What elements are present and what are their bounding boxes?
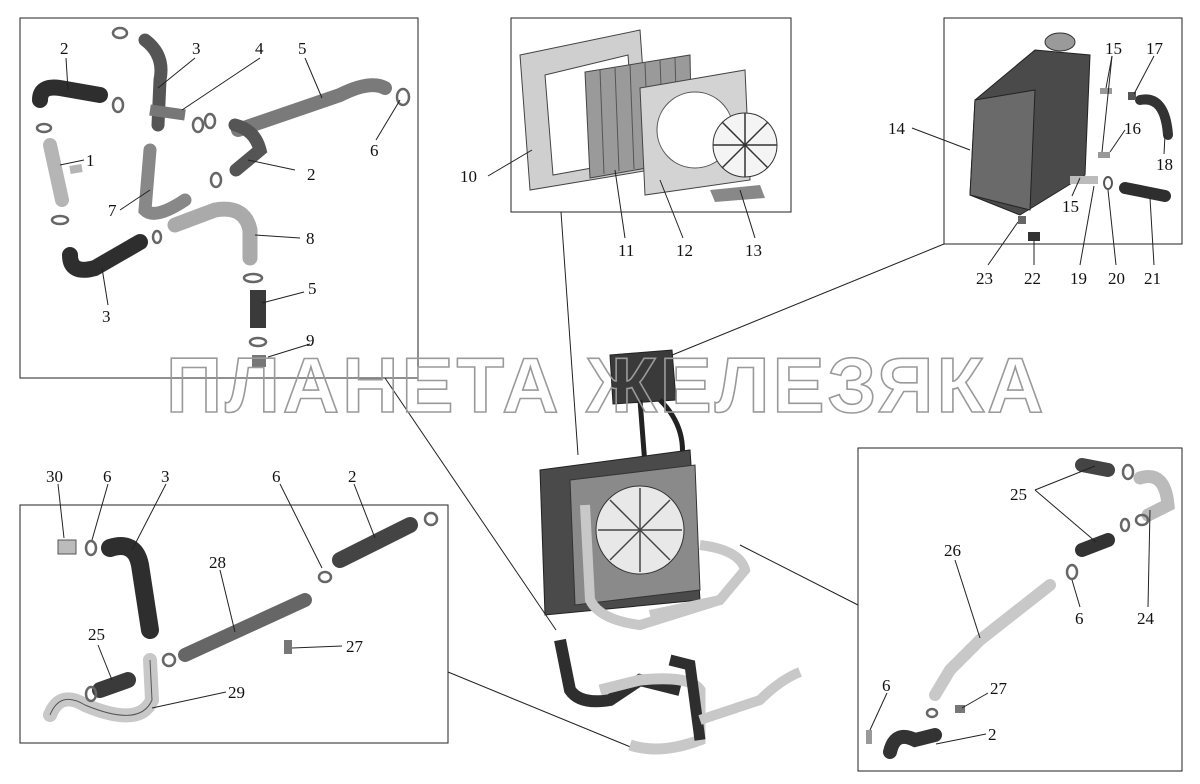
label-tl-3: 4 [255,39,264,58]
top-right-parts [969,32,1173,241]
label-tr-6: 15 [1062,197,1079,216]
label-bl-7: 25 [88,625,105,644]
label-bl-2: 6 [103,467,112,486]
label-tr-9: 19 [1070,269,1087,288]
label-br-7: 2 [988,725,997,744]
label-br-6: 27 [990,679,1008,698]
label-tl-7: 2 [307,165,316,184]
label-tc-4: 13 [745,241,762,260]
label-tc-2: 11 [618,241,634,260]
label-bl-8: 27 [346,637,364,656]
label-bl-1: 30 [46,467,63,486]
label-bl-5: 2 [348,467,357,486]
panel-bottom-right [857,447,1183,772]
label-tr-5: 18 [1156,155,1173,174]
label-tr-1: 15 [1105,39,1122,58]
label-br-1: 25 [1010,485,1027,504]
central-assembly [539,349,802,755]
label-tc-1: 10 [460,167,477,186]
callouts-top-left [59,57,401,358]
top-center-parts [519,29,778,202]
label-tc-3: 12 [676,241,693,260]
label-tl-8: 7 [108,201,117,220]
label-br-5: 6 [882,676,891,695]
label-tl-5: 1 [86,151,95,170]
label-br-4: 24 [1137,609,1155,628]
label-br-3: 6 [1075,609,1084,628]
label-tl-2: 3 [192,39,201,58]
callouts-bottom-left [57,483,376,709]
watermark-text: ПЛАНЕТА ЖЕЛЕЗЯКА [166,341,1046,429]
connector-lines [384,211,945,749]
label-br-2: 26 [944,541,961,560]
callouts-bottom-right [869,465,1151,745]
label-tl-11: 3 [102,307,111,326]
label-bl-6: 28 [209,553,226,572]
label-tl-10: 5 [308,279,317,298]
label-tl-6: 6 [370,141,379,160]
label-tr-4: 16 [1124,119,1141,138]
label-tl-9: 8 [306,229,315,248]
label-tr-7: 23 [976,269,993,288]
label-tr-2: 17 [1146,39,1164,58]
label-tl-1: 2 [60,39,69,58]
panel-top-right [943,17,1183,245]
bottom-right-parts [866,458,1175,759]
label-tr-11: 21 [1144,269,1161,288]
label-bl-9: 29 [228,683,245,702]
label-bl-3: 3 [161,467,170,486]
callouts-top-center [487,149,756,239]
top-left-parts [32,26,411,367]
label-tr-10: 20 [1108,269,1125,288]
callouts-top-right [911,55,1166,266]
label-tl-12: 9 [306,331,315,350]
panel-top-center [510,17,792,213]
panel-bottom-left [19,504,449,744]
label-bl-4: 6 [272,467,281,486]
label-tl-4: 5 [298,39,307,58]
label-tr-3: 14 [888,119,906,138]
panel-top-left [19,17,419,379]
label-tr-8: 22 [1024,269,1041,288]
